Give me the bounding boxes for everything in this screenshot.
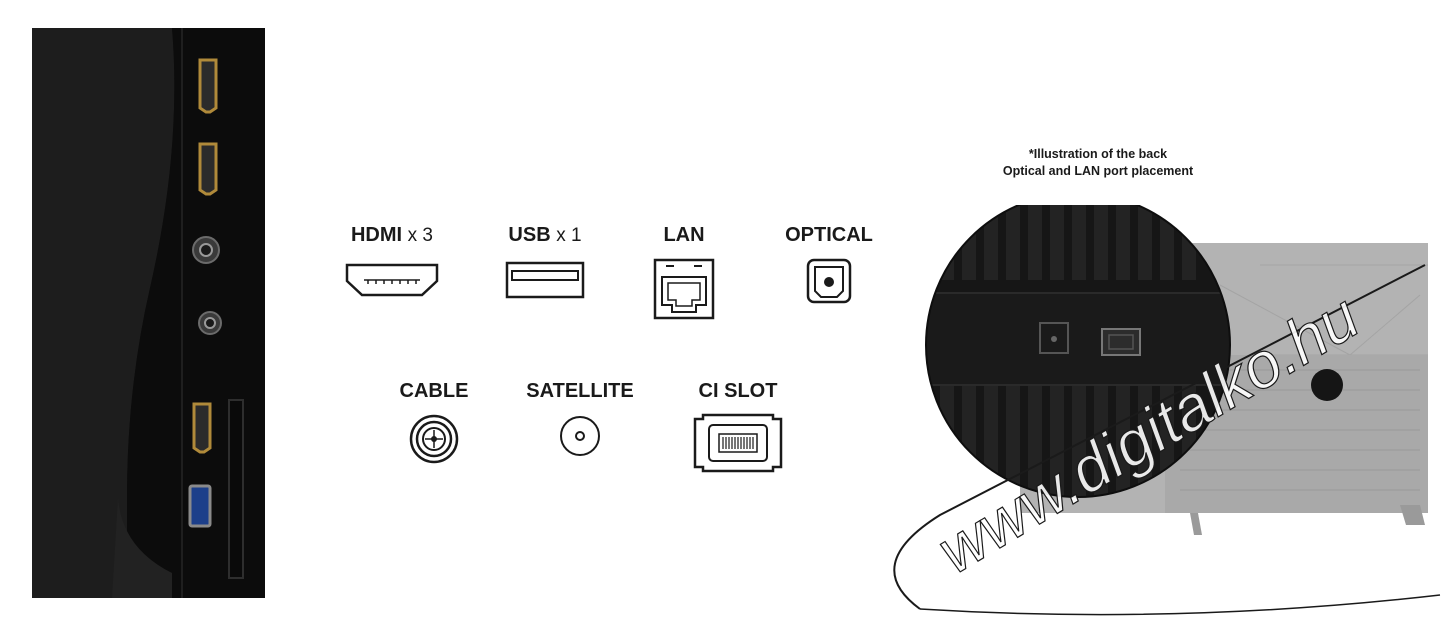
cable-port-icon (409, 414, 459, 464)
port-ci-slot-label: CI SLOT (698, 380, 778, 402)
optical-port-icon (806, 258, 852, 304)
note-line-2: Optical and LAN port placement (1002, 164, 1194, 178)
back-illustration-note: *Illustration of the back Optical and LA… (980, 146, 1216, 180)
port-usb-label: USB (508, 224, 551, 246)
port-lan-label: LAN (663, 224, 705, 246)
tv-side-ports-photo (32, 28, 265, 598)
port-usb: USB x 1 (500, 224, 590, 301)
port-lan: LAN (644, 224, 724, 321)
note-line-1: *Illustration of the back (1028, 147, 1168, 161)
usb-port-icon (505, 261, 585, 299)
port-satellite: SATELLITE (520, 380, 640, 459)
port-hdmi-count: x 3 (407, 225, 434, 246)
port-ci-slot: CI SLOT (688, 380, 788, 473)
port-hdmi-label: HDMI (350, 224, 403, 246)
lan-port-icon (653, 258, 715, 320)
port-hdmi: HDMI x 3 (344, 224, 440, 301)
port-satellite-label: SATELLITE (526, 380, 634, 402)
satellite-port-icon (560, 416, 600, 456)
ci-slot-icon (693, 413, 783, 473)
port-optical-label: OPTICAL (785, 224, 873, 246)
port-cable: CABLE (392, 380, 476, 465)
port-usb-count: x 1 (556, 225, 582, 246)
port-optical: OPTICAL (776, 224, 882, 305)
port-legend: HDMI x 3 USB x 1 LAN (300, 0, 920, 625)
tv-back-illustration: www.digitalko.hu (880, 205, 1455, 625)
port-cable-label: CABLE (399, 380, 469, 402)
hdmi-port-icon (345, 263, 439, 297)
